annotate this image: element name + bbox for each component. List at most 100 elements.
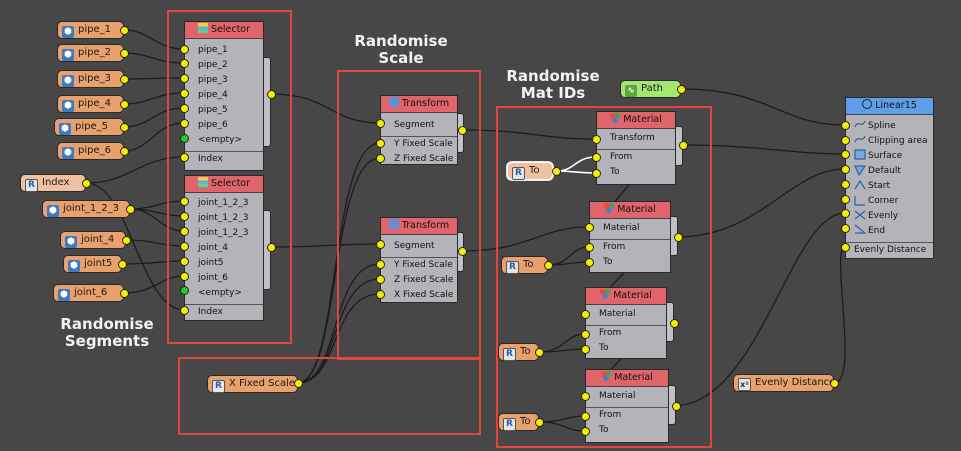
- pipe-3-output-port[interactable]: [120, 75, 129, 84]
- linear15-clipping-port[interactable]: [841, 136, 850, 145]
- to-node-3-output-port[interactable]: [535, 348, 544, 357]
- material-node-4[interactable]: Material Material From To: [585, 369, 669, 443]
- selector-1-input-port[interactable]: [180, 119, 189, 128]
- path-output-port[interactable]: [677, 85, 686, 94]
- material-3-output-port[interactable]: [670, 319, 679, 328]
- transform-node-1[interactable]: Transform Segment Y Fixed Scale Z Fixed …: [380, 95, 458, 165]
- joint-123-output-port[interactable]: [126, 205, 135, 214]
- transform-2-segment-port[interactable]: [376, 240, 385, 249]
- selector-1-input-port[interactable]: [180, 74, 189, 83]
- pipe-6-output-port[interactable]: [120, 147, 129, 156]
- transform-1-segment-port[interactable]: [376, 119, 385, 128]
- transform-1-header[interactable]: Transform: [381, 96, 457, 113]
- joint-4-output-port[interactable]: [122, 236, 131, 245]
- transform-1-output-port[interactable]: [458, 126, 467, 135]
- to-node-selected-output-port[interactable]: [552, 167, 561, 176]
- selector-2-input-port[interactable]: [180, 212, 189, 221]
- selector-2-input-port[interactable]: [180, 242, 189, 251]
- pipe-4-node[interactable]: ⬢pipe_4: [57, 95, 124, 113]
- pipe-2-node[interactable]: ⬢pipe_2: [57, 44, 124, 62]
- linear15-spline-port[interactable]: [841, 121, 850, 130]
- material-4-output-port[interactable]: [672, 402, 681, 411]
- linear15-end-port[interactable]: [841, 224, 850, 233]
- pipe-6-node[interactable]: ⬢pipe_6: [57, 142, 124, 160]
- joint-6-output-port[interactable]: [120, 289, 129, 298]
- selector-1-input-port[interactable]: [180, 89, 189, 98]
- transform-1-z-port[interactable]: [376, 154, 385, 163]
- linear15-surface-port[interactable]: [841, 150, 850, 159]
- material-node-2[interactable]: Material Material From To: [589, 201, 671, 273]
- selector-2-header[interactable]: Selector: [185, 176, 263, 193]
- linear15-default-port[interactable]: [841, 165, 850, 174]
- selector-1-input-port[interactable]: [180, 59, 189, 68]
- index-output-port[interactable]: [82, 179, 91, 188]
- linear15-header[interactable]: Linear15: [846, 98, 933, 115]
- linear15-corner-port[interactable]: [841, 195, 850, 204]
- material-node-3[interactable]: Material Material From To: [585, 287, 667, 359]
- material-1-from-port[interactable]: [592, 153, 601, 162]
- pipe-1-node[interactable]: ⬢pipe_1: [57, 21, 124, 39]
- joint-4-node[interactable]: ⬢joint_4: [60, 231, 126, 249]
- material-4-to-port[interactable]: [581, 427, 590, 436]
- material-1-header[interactable]: Material: [597, 112, 675, 129]
- material-3-header[interactable]: Material: [586, 288, 666, 305]
- selector-2-input-port[interactable]: [180, 197, 189, 206]
- linear15-evenly-distance-port[interactable]: [841, 243, 850, 252]
- pipe-5-output-port[interactable]: [120, 123, 129, 132]
- material-1-transform-port[interactable]: [592, 135, 601, 144]
- material-2-header[interactable]: Material: [590, 202, 670, 219]
- selector-1-output-port[interactable]: [267, 90, 276, 99]
- material-4-header[interactable]: Material: [586, 370, 668, 387]
- material-node-1[interactable]: Material Transform From To: [596, 111, 676, 185]
- joint-123-node[interactable]: ⬢joint_1_2_3: [42, 200, 130, 218]
- material-4-from-port[interactable]: [581, 412, 590, 421]
- material-3-from-port[interactable]: [581, 330, 590, 339]
- pipe-1-output-port[interactable]: [120, 26, 129, 35]
- linear15-evenly-port[interactable]: [841, 209, 850, 218]
- pipe-5-node[interactable]: ⬢pipe_5: [54, 118, 124, 136]
- joint-6-node[interactable]: ⬢joint_6: [53, 284, 124, 302]
- material-2-to-port[interactable]: [585, 258, 594, 267]
- selector-1-input-port[interactable]: [180, 45, 189, 54]
- material-4-material-port[interactable]: [581, 392, 590, 401]
- transform-2-x-port[interactable]: [376, 290, 385, 299]
- evenly-distance-output-port[interactable]: [830, 379, 839, 388]
- selector-1-header[interactable]: Selector: [185, 22, 263, 39]
- material-2-material-port[interactable]: [585, 223, 594, 232]
- selector-2-index-port[interactable]: [180, 306, 189, 315]
- selector-1-empty-port[interactable]: [180, 134, 189, 143]
- to-node-2-output-port[interactable]: [544, 261, 553, 270]
- material-1-output-port[interactable]: [679, 141, 688, 150]
- selector-1-index-port[interactable]: [180, 153, 189, 162]
- selector-1-input-port[interactable]: [180, 104, 189, 113]
- pipe-4-output-port[interactable]: [120, 100, 129, 109]
- pipe-2-output-port[interactable]: [120, 49, 129, 58]
- transform-node-2[interactable]: Transform Segment Y Fixed Scale Z Fixed …: [380, 217, 458, 303]
- material-2-output-port[interactable]: [674, 233, 683, 242]
- material-2-from-port[interactable]: [585, 243, 594, 252]
- transform-2-output-port[interactable]: [458, 247, 467, 256]
- material-3-material-port[interactable]: [581, 310, 590, 319]
- selector-2-empty-port[interactable]: [180, 286, 189, 295]
- selector-2-input-port[interactable]: [180, 257, 189, 266]
- pipe-3-node[interactable]: ⬢pipe_3: [57, 70, 124, 88]
- material-3-to-port[interactable]: [581, 345, 590, 354]
- x-fixed-scale-output-port[interactable]: [294, 379, 303, 388]
- material-1-to-port[interactable]: [592, 169, 601, 178]
- selector-node-1[interactable]: Selector pipe_1 pipe_2 pipe_3 pipe_4 pip…: [184, 21, 264, 171]
- joint5-node[interactable]: ⬢joint5: [63, 255, 122, 273]
- transform-2-y-port[interactable]: [376, 260, 385, 269]
- selector-2-input-port[interactable]: [180, 272, 189, 281]
- transform-2-header[interactable]: Transform: [381, 218, 457, 235]
- selector-2-output-port[interactable]: [267, 243, 276, 252]
- selector-node-2[interactable]: Selector joint_1_2_3 joint_1_2_3 joint_1…: [184, 175, 264, 321]
- to-node-4-output-port[interactable]: [535, 418, 544, 427]
